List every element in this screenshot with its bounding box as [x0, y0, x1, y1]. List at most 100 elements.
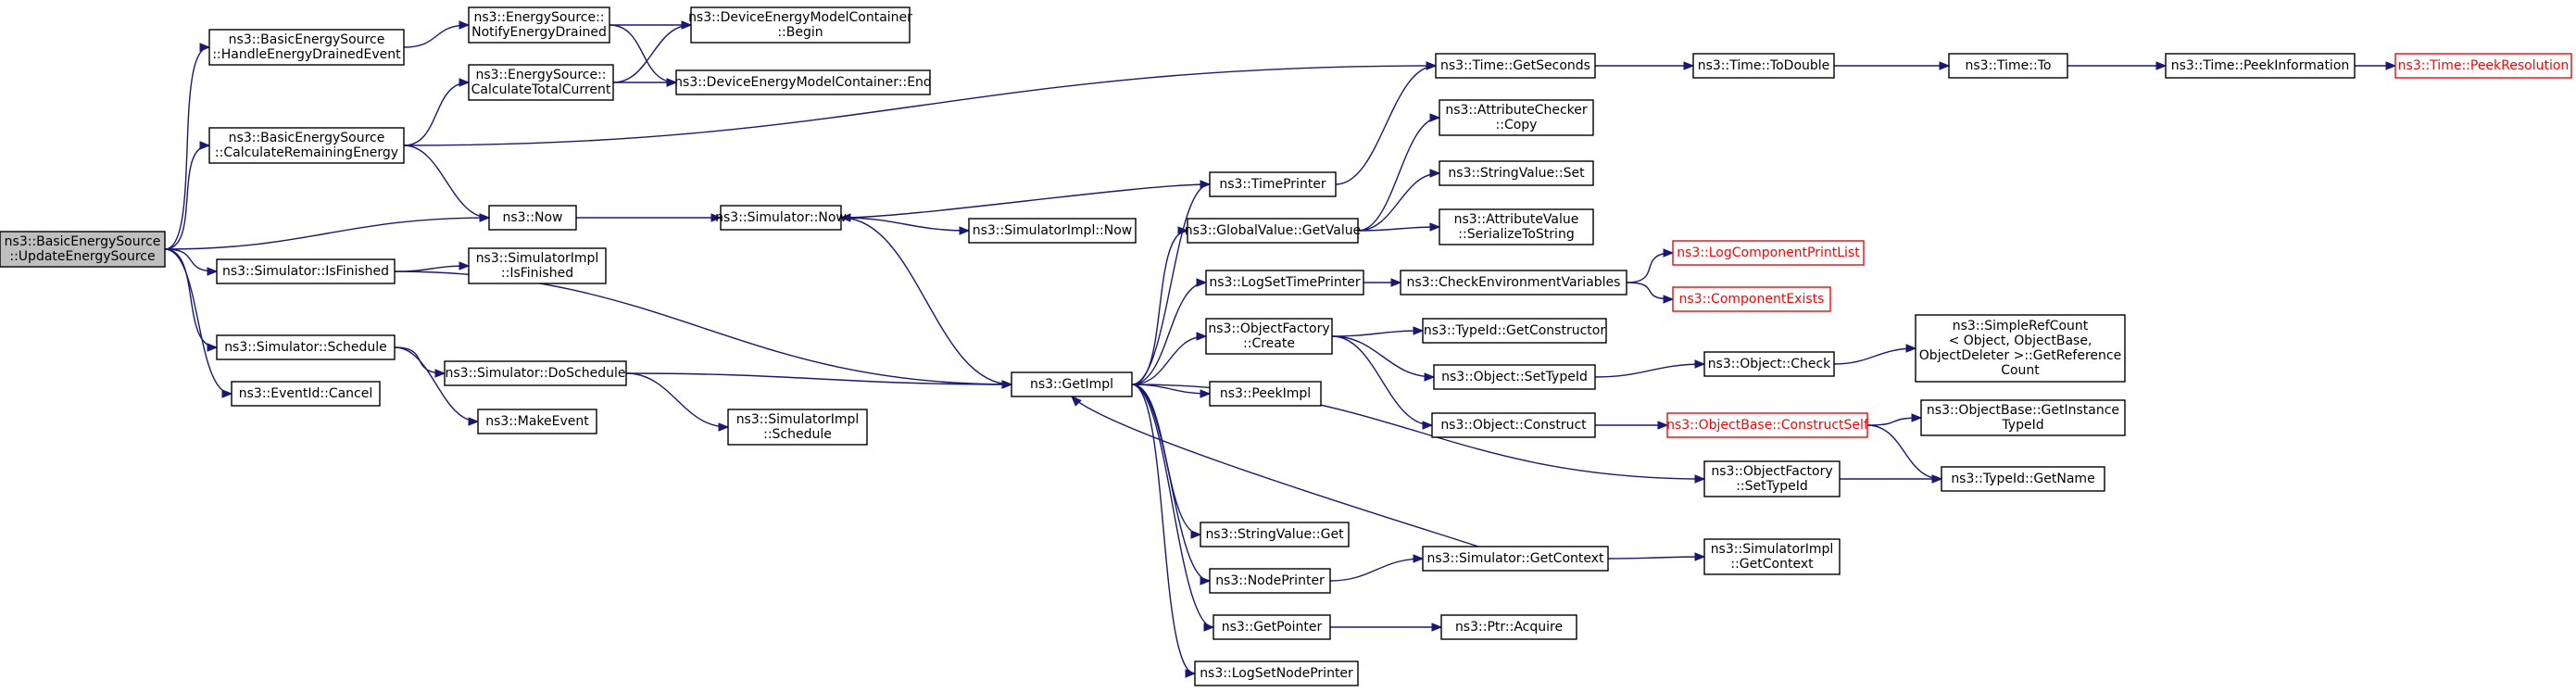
node-box	[1672, 286, 1831, 312]
node-n19[interactable]: ns3::GlobalValue::GetValue	[1185, 218, 1361, 244]
edge-line	[164, 248, 218, 348]
node-n17[interactable]: ns3::AttributeChecker::Copy	[1439, 99, 1594, 136]
node-n30[interactable]: ns3::Object::Check	[1703, 351, 1835, 377]
arrow-head-icon	[1413, 554, 1425, 563]
node-n29[interactable]: ns3::Object::SetTypeId	[1433, 364, 1596, 390]
node-n34[interactable]: ns3::EventId::Cancel	[231, 381, 381, 407]
node-box	[2394, 53, 2572, 79]
node-n39[interactable]: ns3::MakeEvent	[477, 409, 597, 434]
node-n13[interactable]: ns3::Simulator::Now	[715, 205, 847, 231]
edge-n36-n37	[1595, 421, 1669, 430]
node-n45[interactable]: ns3::Simulator::GetContext	[1422, 546, 1609, 572]
node-n21[interactable]: ns3::Simulator::IsFinished	[216, 258, 396, 284]
edge-line	[164, 145, 210, 250]
node-n41[interactable]: ns3::ObjectFactory::SetTypeId	[1703, 460, 1841, 497]
node-n9[interactable]: ns3::Time::To	[1948, 53, 2068, 79]
node-n11[interactable]: ns3::Time::PeekResolution	[2394, 53, 2572, 79]
node-n4[interactable]: ns3::DeviceEnergyModelContainer::End	[674, 69, 932, 95]
node-n36[interactable]: ns3::Object::Construct	[1431, 412, 1596, 438]
edge-line	[1357, 172, 1440, 232]
node-n22[interactable]: ns3::SimulatorImpl::IsFinished	[468, 247, 607, 284]
arrow-head-icon	[1657, 421, 1669, 430]
node-box	[1435, 53, 1596, 79]
node-n15[interactable]: ns3::GetImpl	[1011, 371, 1133, 397]
node-box	[1205, 318, 1333, 355]
node-n10[interactable]: ns3::Time::PeekInformation	[2165, 53, 2356, 79]
node-box	[488, 205, 577, 231]
node-n7[interactable]: ns3::Time::GetSeconds	[1435, 53, 1596, 79]
node-n16[interactable]: ns3::TimePrinter	[1209, 171, 1337, 197]
node-n48[interactable]: ns3::Ptr::Acquire	[1440, 614, 1577, 640]
edge-n15-n49	[1131, 384, 1197, 678]
arrow-head-icon	[468, 417, 480, 426]
edge-line	[1335, 65, 1437, 185]
arrow-head-icon	[1422, 421, 1434, 430]
node-n18[interactable]: ns3::StringValue::Set	[1439, 160, 1594, 186]
node-box	[444, 360, 627, 386]
node-label: ::Begin	[777, 25, 823, 40]
node-n20[interactable]: ns3::AttributeValue::SerializeToString	[1439, 208, 1594, 245]
node-n37[interactable]: ns3::ObjectBase::ConstructSelf	[1666, 412, 1869, 438]
arrow-head-icon	[199, 141, 211, 150]
arrow-head-icon	[1911, 413, 1923, 422]
node-box	[1439, 99, 1594, 136]
node-box	[1213, 614, 1331, 640]
node-n49[interactable]: ns3::LogSetNodePrinter	[1194, 661, 1359, 686]
arrow-head-icon	[1694, 359, 1706, 369]
node-n6[interactable]: ns3::EnergySource::CalculateTotalCurrent	[468, 64, 614, 101]
node-n46[interactable]: ns3::SimulatorImpl::GetContext	[1703, 538, 1841, 575]
node-label: NotifyEnergyDrained	[471, 25, 607, 40]
arrow-head-icon	[1431, 623, 1443, 632]
arrow-head-icon	[839, 213, 851, 222]
node-label: ::UpdateEnergySource	[9, 249, 155, 264]
edge-line	[403, 65, 1437, 146]
node-n47[interactable]: ns3::GetPointer	[1213, 614, 1331, 640]
node-label: ns3::EnergySource::	[475, 68, 606, 82]
node-label: ns3::CheckEnvironmentVariables	[1407, 275, 1621, 290]
node-n24[interactable]: ns3::CheckEnvironmentVariables	[1400, 270, 1627, 296]
node-box	[468, 247, 607, 284]
node-box	[1400, 270, 1627, 296]
edge-line	[625, 372, 1012, 385]
node-label: ns3::LogSetTimePrinter	[1209, 275, 1361, 290]
node-n1[interactable]: ns3::BasicEnergySource::HandleEnergyDrai…	[208, 29, 405, 66]
edge-line	[394, 346, 479, 422]
node-label: ns3::Time::To	[1966, 58, 2052, 73]
edge-n41-n42	[1840, 474, 1943, 484]
edge-n5-n6	[403, 78, 471, 146]
node-n44[interactable]: ns3::NodePrinter	[1209, 568, 1331, 594]
node-n26[interactable]: ns3::ComponentExists	[1672, 286, 1831, 312]
node-n5[interactable]: ns3::BasicEnergySource::CalculateRemaini…	[208, 127, 405, 164]
node-n23[interactable]: ns3::LogSetTimePrinter	[1205, 270, 1364, 296]
node-n28[interactable]: ns3::TypeId::GetConstructor	[1422, 318, 1607, 344]
node-n40[interactable]: ns3::SimulatorImpl::Schedule	[727, 409, 868, 446]
node-label: ns3::GetImpl	[1030, 377, 1113, 392]
node-label: ::CalculateRemainingEnergy	[215, 145, 398, 160]
node-n27[interactable]: ns3::ObjectFactory::Create	[1205, 318, 1333, 355]
edge-line	[1594, 363, 1705, 378]
node-label: ns3::TimePrinter	[1219, 177, 1326, 192]
node-label: ns3::Object::Construct	[1440, 418, 1587, 433]
edge-n23-n24	[1363, 278, 1402, 287]
node-n14[interactable]: ns3::SimulatorImpl::Now	[968, 218, 1137, 244]
node-label: ns3::LogComponentPrintList	[1677, 245, 1860, 260]
edge-n15-n27	[1131, 332, 1208, 385]
node-n42[interactable]: ns3::TypeId::GetName	[1941, 466, 2105, 492]
node-n31[interactable]: ns3::SimpleRefCount< Object, ObjectBase,…	[1915, 314, 2126, 383]
node-n33[interactable]: ns3::Simulator::DoSchedule	[444, 360, 627, 386]
node-box	[477, 409, 597, 434]
node-n8[interactable]: ns3::Time::ToDouble	[1692, 53, 1835, 79]
edge-n15-n47	[1131, 384, 1215, 632]
edge-n16-n13	[839, 183, 1211, 222]
node-n2[interactable]: ns3::EnergySource::NotifyEnergyDrained	[468, 6, 610, 44]
node-n0[interactable]: ns3::BasicEnergySource::UpdateEnergySour…	[0, 231, 166, 268]
node-n35[interactable]: ns3::PeekImpl	[1209, 381, 1322, 407]
node-box	[1431, 412, 1596, 438]
node-n3[interactable]: ns3::DeviceEnergyModelContainer::Begin	[688, 6, 912, 44]
node-n25[interactable]: ns3::LogComponentPrintList	[1672, 240, 1865, 266]
node-n43[interactable]: ns3::StringValue::Get	[1200, 522, 1350, 547]
node-n32[interactable]: ns3::Simulator::Schedule	[216, 334, 396, 360]
node-n12[interactable]: ns3::Now	[488, 205, 577, 231]
arrow-head-icon	[1200, 389, 1212, 398]
